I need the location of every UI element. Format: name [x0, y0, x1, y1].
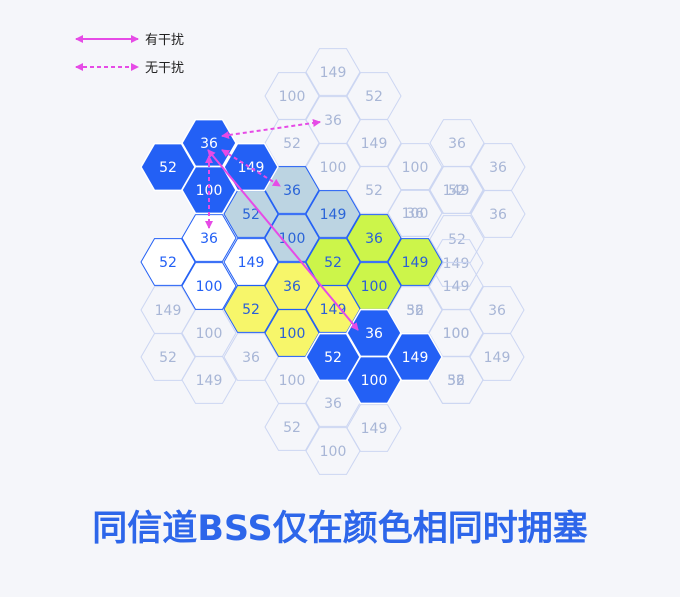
- diagram-title: 同信道BSS仅在颜色相同时拥塞: [92, 509, 588, 549]
- hex-label: 52: [448, 183, 466, 199]
- hex-label: 36: [200, 136, 218, 152]
- hex-label: 36: [365, 231, 383, 247]
- hex-label: 149: [443, 256, 470, 272]
- hex-label: 100: [443, 326, 470, 342]
- hex-shape: [429, 215, 485, 263]
- hex-label: 100: [279, 326, 306, 342]
- legend-dashed-label: 无干扰: [145, 61, 184, 76]
- hex-label: 149: [320, 207, 347, 223]
- hex-label: 36: [489, 207, 507, 223]
- hex-label: 36: [406, 206, 424, 222]
- hex-shape: [470, 190, 526, 238]
- hex-shape: [140, 238, 196, 286]
- hex-shape: [346, 355, 402, 405]
- hex-label: 149: [484, 350, 511, 366]
- hex-label: 52: [242, 302, 260, 318]
- hex-label: 52: [365, 89, 383, 105]
- hex-label: 52: [365, 183, 383, 199]
- hex-shape: [387, 189, 443, 237]
- hex-label: 36: [324, 396, 342, 412]
- hex-label: 36: [283, 279, 301, 295]
- hex-label: 36: [365, 326, 383, 342]
- hex-label: 149: [361, 421, 388, 437]
- hex-cell-green-100: 100: [346, 262, 402, 310]
- hex-cell-faint-52: 52: [140, 333, 196, 381]
- hex-label: 149: [238, 255, 265, 271]
- hex-shape: [264, 403, 320, 451]
- hex-label: 52: [283, 420, 301, 436]
- arrow-no-interference-36-gray: [221, 149, 281, 187]
- hex-label: 36: [324, 113, 342, 129]
- hex-cell-faint-100: 100: [305, 427, 361, 475]
- hex-label: 149: [155, 303, 182, 319]
- hex-label: 52: [159, 160, 177, 176]
- legend-solid-label: 有干扰: [145, 33, 184, 48]
- hex-label: 100: [279, 373, 306, 389]
- hex-cell-faint-36: 36: [470, 190, 526, 238]
- hex-label: 100: [196, 279, 223, 295]
- hex-cell-faint-36: 36: [387, 189, 443, 237]
- hex-label: 149: [443, 183, 470, 199]
- hex-label: 100: [443, 326, 470, 342]
- hex-shape: [140, 333, 196, 381]
- hex-label: 52: [447, 373, 465, 389]
- arrow-no-interference-36-right: [221, 119, 321, 139]
- hex-label: 100: [402, 206, 429, 222]
- hex-shape: [305, 48, 361, 96]
- hex-label: 100: [279, 89, 306, 105]
- hex-label: 149: [196, 373, 223, 389]
- hex-label: 100: [361, 279, 388, 295]
- hex-shape: [429, 166, 485, 214]
- hex-label: 149: [320, 65, 347, 81]
- hex-label: 149: [443, 279, 470, 295]
- hex-label: 149: [402, 350, 429, 366]
- hex-label: 52: [406, 303, 424, 319]
- hex-cell-faint-149: 149: [181, 356, 237, 404]
- hex-shape: [181, 356, 237, 404]
- hex-label: 100: [320, 160, 347, 176]
- hex-label: 52: [324, 350, 342, 366]
- hex-label: 36: [242, 350, 260, 366]
- hex-cell-blue-52: 52: [140, 142, 196, 192]
- hex-label: 149: [361, 136, 388, 152]
- hex-shape: [305, 427, 361, 475]
- hex-label: 36: [488, 303, 506, 319]
- hex-label: 100: [402, 160, 429, 176]
- hex-label: 149: [402, 255, 429, 271]
- hex-label: 36: [200, 231, 218, 247]
- hex-cell-faint-52: 52: [264, 403, 320, 451]
- hex-cell-green-149: 149: [387, 238, 443, 286]
- legend: 有干扰 无干扰: [75, 33, 184, 76]
- hex-label: 100: [361, 373, 388, 389]
- hex-cell-white-52: 52: [140, 238, 196, 286]
- hex-shape: [387, 238, 443, 286]
- hex-label: 100: [196, 326, 223, 342]
- hex-label: 100: [320, 444, 347, 460]
- hex-label: 36: [489, 160, 507, 176]
- hex-label: 36: [406, 303, 424, 319]
- hex-label: 36: [283, 183, 301, 199]
- hex-cell-faint-149: 149: [305, 48, 361, 96]
- hex-label: 52: [159, 255, 177, 271]
- hex-cell-blue-100: 100: [346, 355, 402, 405]
- hex-label: 52: [324, 255, 342, 271]
- hex-cell-faint-36: 36: [223, 333, 279, 381]
- interference-arrows: [205, 119, 359, 331]
- hex-label: 52: [283, 136, 301, 152]
- hex-label: 52: [159, 350, 177, 366]
- hex-label: 36: [447, 373, 465, 389]
- hex-cell-faint-52: 52: [429, 166, 485, 214]
- hex-label: 36: [448, 136, 466, 152]
- hex-shape: [223, 333, 279, 381]
